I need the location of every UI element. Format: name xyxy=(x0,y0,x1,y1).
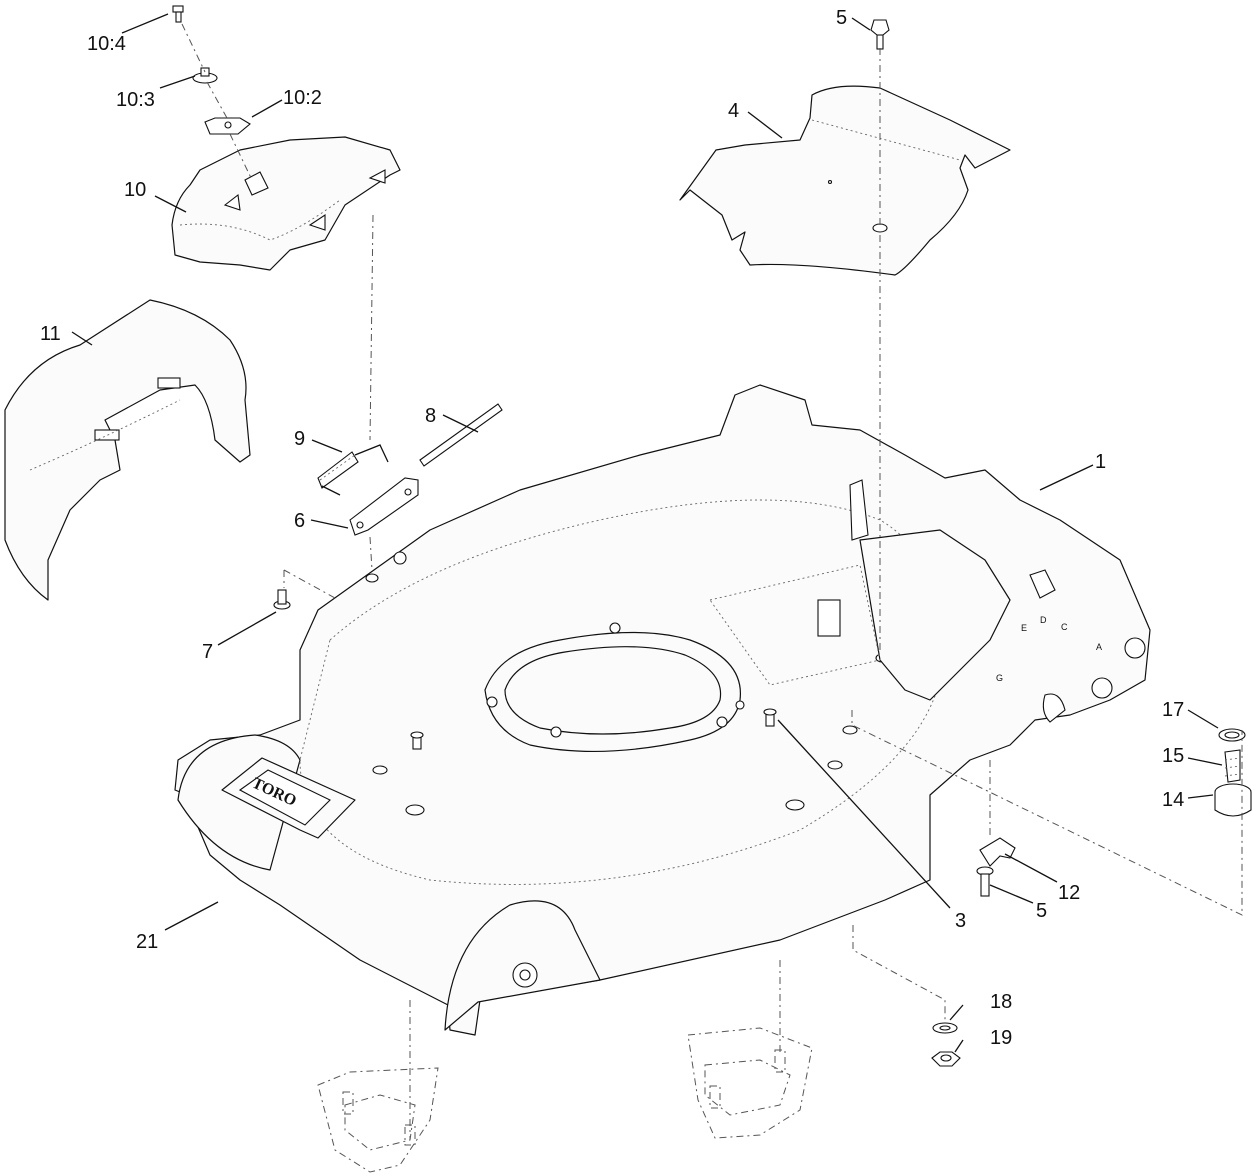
scale-letter-c: C xyxy=(1061,622,1068,632)
discharge-chute-cover xyxy=(4,299,251,601)
callout-15: 15 xyxy=(1162,745,1184,767)
rear-shield-bolt xyxy=(870,19,890,50)
scale-letter-e: E xyxy=(1021,623,1027,633)
wheel-bolt xyxy=(1224,749,1241,783)
callout-10-3: 10:3 xyxy=(116,89,155,111)
scale-letter-g: G xyxy=(996,673,1003,683)
hinge-bracket xyxy=(349,477,419,536)
hub-cap xyxy=(1218,728,1246,742)
callout-1: 1 xyxy=(1095,451,1106,473)
callout-11: 11 xyxy=(40,323,61,345)
callout-5-bottom: 5 xyxy=(1036,900,1047,922)
deck-screw xyxy=(763,708,777,727)
callout-17: 17 xyxy=(1162,699,1184,721)
rear-wheel-ghost-right xyxy=(687,1027,813,1139)
callout-10: 10 xyxy=(124,179,146,201)
mulch-door-assembly xyxy=(171,136,401,271)
callout-10-2: 10:2 xyxy=(283,87,322,109)
hex-nut xyxy=(931,1051,961,1067)
assembly-centerlines xyxy=(181,23,1243,1140)
baffle-plate xyxy=(979,837,1016,867)
callout-7: 7 xyxy=(202,641,213,663)
callout-4: 4 xyxy=(728,100,739,122)
callout-8: 8 xyxy=(425,405,436,427)
scale-letter-d: D xyxy=(1040,615,1047,625)
callout-18: 18 xyxy=(990,991,1012,1013)
leader-lines xyxy=(71,13,1223,1053)
callout-10-4: 10:4 xyxy=(87,33,126,55)
callout-14: 14 xyxy=(1162,789,1184,811)
toro-decal: TORO xyxy=(221,757,356,839)
baffle-bolt xyxy=(976,866,994,897)
bracket-bolt xyxy=(273,589,291,610)
callout-6: 6 xyxy=(294,510,305,532)
deck-screw-left xyxy=(410,731,424,750)
mower-deck-housing xyxy=(174,384,1151,1036)
callout-9: 9 xyxy=(294,428,305,450)
height-of-cut-scale: G E D C A xyxy=(996,615,1102,683)
wheel-hub-nut xyxy=(1214,783,1252,817)
callout-21: 21 xyxy=(136,931,158,953)
rear-wheel-ghost-left xyxy=(317,1067,439,1173)
mulch-door-hinge-bracket xyxy=(204,117,251,135)
scale-letter-a: A xyxy=(1096,642,1102,652)
lock-washer xyxy=(932,1022,958,1034)
callout-5-top: 5 xyxy=(836,7,847,29)
callout-3: 3 xyxy=(955,910,966,932)
torsion-spring xyxy=(317,444,389,496)
callout-19: 19 xyxy=(990,1027,1012,1049)
hinge-rod xyxy=(419,403,503,467)
mulch-door-screw xyxy=(172,5,184,23)
callout-12: 12 xyxy=(1058,882,1080,904)
callout-labels: 10:4 10:3 10:2 10 11 5 4 8 9 6 1 7 17 15… xyxy=(40,7,1184,1049)
mulch-door-washer xyxy=(192,67,218,84)
